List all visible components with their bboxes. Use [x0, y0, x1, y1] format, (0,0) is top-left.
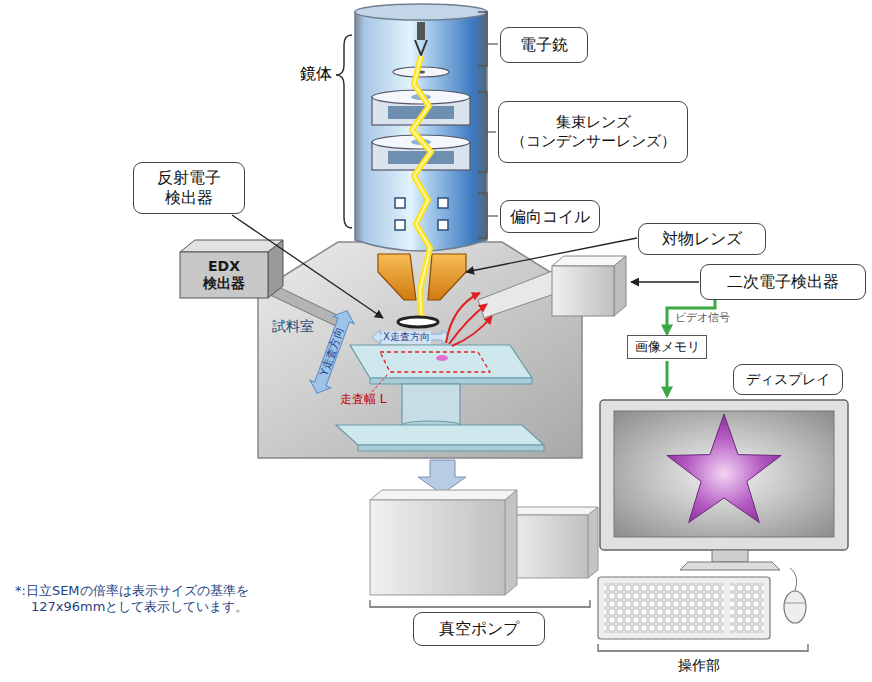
polygon-shape — [350, 345, 532, 378]
detector-box: EDX 検出器 — [180, 252, 268, 298]
g-shape — [307, 307, 358, 397]
part-label-box: 真空ポンプ — [413, 612, 545, 646]
polygon-shape — [614, 256, 626, 316]
polygon-shape — [552, 256, 626, 266]
rect-shape — [417, 22, 425, 40]
path-shape — [428, 254, 466, 300]
polygon-shape — [358, 445, 544, 451]
line-shape — [631, 281, 699, 282]
polygon-shape — [380, 352, 490, 372]
polygon-shape — [372, 330, 450, 344]
polygon-shape — [505, 490, 517, 595]
polygon-shape — [680, 562, 780, 570]
scan-direction-label: Y走査方向 — [317, 326, 347, 378]
node-text: 反射電子 検出器 — [142, 168, 236, 208]
polyline-shape — [412, 56, 431, 326]
rect-shape — [600, 400, 848, 550]
ellipse-shape — [784, 591, 806, 623]
polygon-shape — [505, 507, 598, 515]
rect-shape — [552, 266, 614, 316]
note-text: *:日立SEMの倍率は表示サイズの基準を 127x96mmとして表示しています。 — [15, 583, 320, 616]
path-shape — [478, 193, 487, 238]
polygon-shape — [370, 378, 532, 384]
node-text: EDX 検出器 — [194, 258, 254, 293]
rect-shape — [395, 198, 405, 208]
part-label: 鏡体 — [300, 64, 332, 84]
rect-shape — [712, 550, 748, 562]
polygon-shape — [588, 507, 598, 578]
line-shape — [372, 374, 388, 392]
node-text: 二次電子検出器 — [727, 272, 839, 292]
rect-shape — [370, 500, 505, 595]
line-shape — [232, 215, 383, 318]
path-shape — [370, 600, 590, 607]
polygon-shape — [307, 307, 358, 397]
path-shape — [336, 35, 352, 228]
node-text: ディスプレイ — [746, 371, 830, 389]
ellipse-shape — [355, 4, 487, 20]
rect-shape — [598, 577, 770, 639]
rect-shape — [402, 384, 460, 425]
polygon-shape — [180, 240, 283, 252]
line-shape — [784, 603, 806, 604]
rect-shape — [395, 220, 405, 230]
polygon-shape — [478, 270, 560, 318]
rect-shape — [604, 583, 724, 633]
path-shape — [478, 12, 487, 66]
path-shape — [598, 644, 808, 651]
line-shape — [487, 43, 498, 44]
path-shape — [446, 293, 480, 343]
polygon-shape — [667, 414, 781, 523]
rect-shape — [614, 411, 834, 537]
polygon-shape — [370, 490, 517, 500]
rect-shape — [438, 198, 448, 208]
ellipse-shape — [393, 67, 449, 77]
scan-width-label: 走査幅 L — [340, 392, 387, 407]
path-shape — [478, 92, 487, 172]
part-label-box: ディスプレイ — [733, 364, 843, 395]
node-text: 集束レンズ （コンデンサーレンズ） — [507, 113, 679, 151]
polyline-shape — [412, 56, 431, 326]
part-label-box: 集束レンズ （コンデンサーレンズ） — [498, 101, 688, 163]
polygon-shape — [336, 425, 544, 445]
part-label-box: 対物レンズ — [638, 223, 766, 255]
node-text: 偏向コイル — [510, 207, 590, 227]
ellipse-shape — [398, 317, 438, 327]
line-shape — [487, 215, 498, 216]
node-text: 画像メモリ — [635, 339, 700, 355]
chamber-label: 試料室 — [272, 318, 314, 336]
node-text: 対物レンズ — [662, 229, 742, 249]
line-shape — [487, 131, 496, 132]
rect-shape — [180, 252, 268, 298]
edge-label: ビデオ信号 — [673, 311, 732, 325]
polygon-shape — [418, 460, 466, 494]
part-label-box: 偏向コイル — [500, 200, 600, 233]
path-shape — [452, 316, 492, 346]
path-shape — [378, 254, 416, 300]
part-label: 操作部 — [678, 657, 720, 675]
scan-direction-label: X走査方向 — [382, 331, 431, 344]
line-shape — [466, 238, 637, 272]
memory-box: 画像メモリ — [627, 335, 707, 359]
ellipse-shape — [436, 355, 448, 361]
part-label-box: 二次電子検出器 — [700, 264, 866, 300]
node-text: 電子銃 — [520, 35, 568, 55]
part-label-box: 反射電子 検出器 — [133, 162, 245, 214]
part-label-box: 電子銃 — [500, 27, 588, 63]
path-shape — [790, 568, 797, 591]
polygon-shape — [258, 242, 582, 458]
path-shape — [415, 40, 427, 55]
node-text: 真空ポンプ — [439, 619, 519, 639]
rect-shape — [438, 220, 448, 230]
rect-shape — [730, 583, 764, 633]
line-shape — [666, 361, 669, 396]
